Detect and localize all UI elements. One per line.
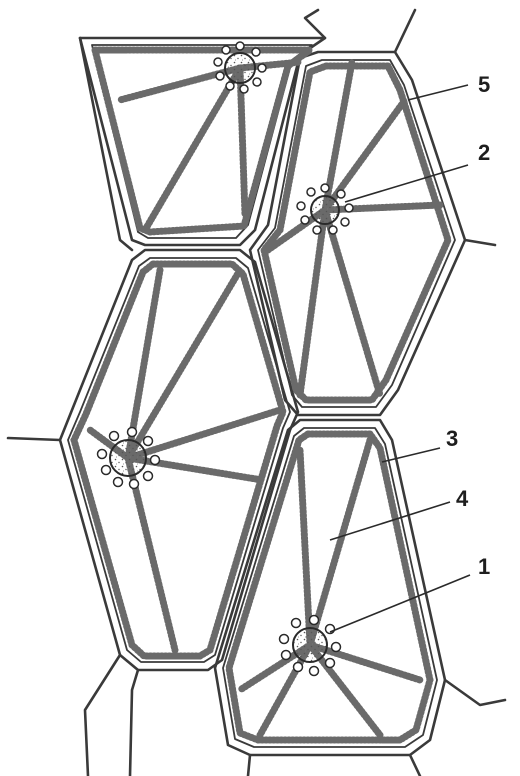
cytoplasm-lining [74, 50, 448, 740]
labels: 5 2 3 4 1 [446, 72, 490, 579]
label-4: 4 [456, 486, 469, 511]
label-1: 1 [478, 554, 490, 579]
label-2: 2 [478, 140, 490, 165]
cell-walls [8, 10, 505, 776]
leader-line-1 [330, 575, 470, 632]
label-3: 3 [446, 426, 458, 451]
cell-wall-middle-left [60, 250, 298, 670]
label-5: 5 [478, 72, 490, 97]
leader-line-3 [382, 448, 440, 462]
